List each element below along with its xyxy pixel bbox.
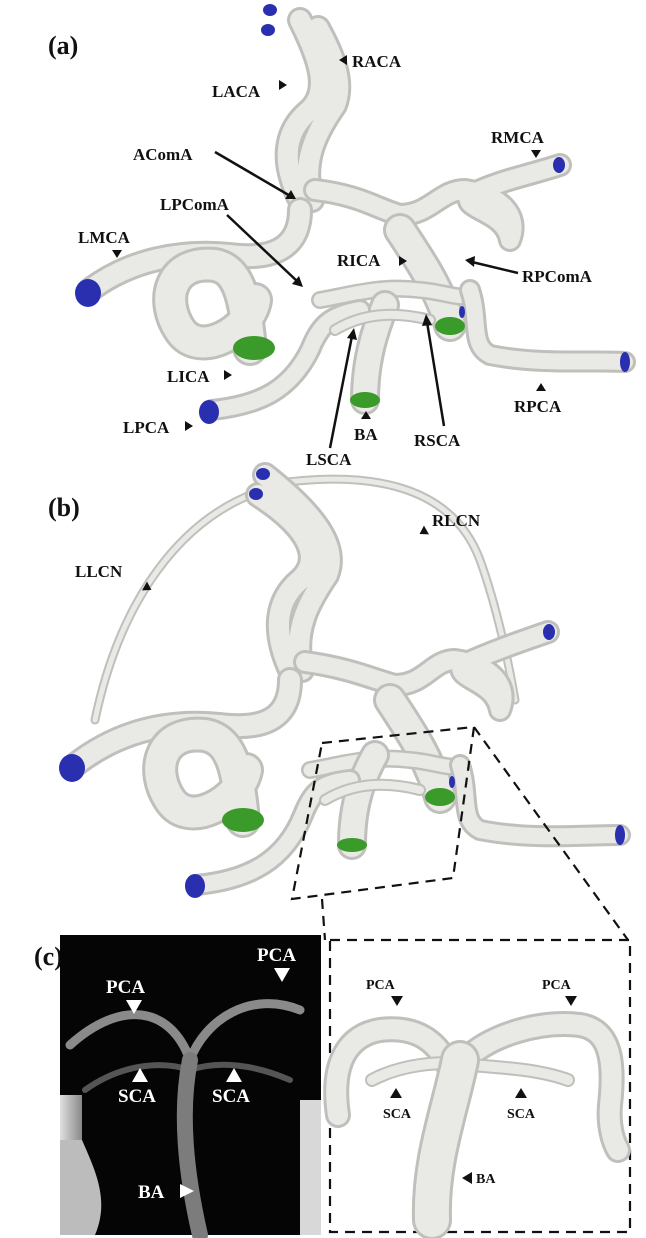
label-laca: LACA [212, 82, 261, 101]
outlet-cap [249, 488, 263, 500]
model-label-pca-right: PCA [542, 978, 572, 993]
vessel-network-b [75, 475, 620, 885]
label-lpcoma: LPComA [160, 195, 230, 214]
label-raca: RACA [352, 52, 402, 71]
mra-image: PCA PCA SCA SCA BA [60, 935, 321, 1235]
outlet-cap [449, 776, 455, 788]
outlet-cap [620, 352, 630, 372]
label-rpca: RPCA [514, 397, 562, 416]
arrowhead [347, 328, 357, 340]
label-rsca: RSCA [414, 431, 461, 450]
marker-triangle [531, 150, 541, 158]
panel-b: (b) [48, 468, 628, 940]
marker-triangle [224, 370, 232, 380]
label-rpcoma: RPComA [522, 267, 593, 286]
label-rmca: RMCA [491, 128, 545, 147]
mra-label-pca-left: PCA [106, 977, 145, 998]
marker-triangle [279, 80, 287, 90]
outlet-cap [185, 874, 205, 898]
label-acoma: AComA [133, 145, 193, 164]
inlet-cap [435, 317, 465, 335]
marker-triangle [185, 421, 193, 431]
outlet-cap [75, 279, 101, 307]
outlet-cap [459, 306, 465, 318]
outlet-cap [199, 400, 219, 424]
panel-b-label: (b) [48, 493, 80, 522]
label-lica: LICA [167, 367, 210, 386]
label-rica: RICA [337, 251, 381, 270]
outlet-cap [615, 825, 625, 845]
mra-label-ba: BA [138, 1182, 165, 1203]
vessel-network-a [90, 20, 625, 410]
model-label-ba: BA [476, 1172, 496, 1187]
model-label-pca-left: PCA [366, 978, 396, 993]
mra-label-pca-right: PCA [257, 945, 296, 966]
label-ba: BA [354, 425, 378, 444]
model-label-sca-left: SCA [383, 1107, 412, 1122]
leader-line [322, 899, 325, 940]
outlet-cap [256, 468, 270, 480]
outlet-cap [553, 157, 565, 173]
marker-triangle [536, 383, 546, 391]
marker-triangle [112, 250, 122, 258]
mra-side-glow [300, 1100, 321, 1235]
inlet-cap [425, 788, 455, 806]
arrow-lsca [330, 336, 352, 448]
inlet-cap [222, 808, 264, 832]
panel-c-label: (c) [34, 942, 63, 971]
inlet-cap [337, 838, 367, 852]
arrowhead [465, 256, 475, 267]
arrow-rpcoma [472, 262, 518, 273]
inlet-cap [233, 336, 275, 360]
label-lpca: LPCA [123, 418, 170, 437]
inlet-cap [350, 392, 380, 408]
model-label-sca-right: SCA [507, 1107, 536, 1122]
panel-c: (c) PCA PCA SCA SCA BA [34, 935, 630, 1235]
label-lmca: LMCA [78, 228, 131, 247]
panel-a: (a) [48, 4, 630, 469]
outlet-cap [543, 624, 555, 640]
outlet-cap [263, 4, 277, 16]
mra-label-sca-left: SCA [118, 1086, 156, 1107]
mra-label-sca-right: SCA [212, 1086, 250, 1107]
marker-triangle [417, 526, 429, 539]
panel-a-label: (a) [48, 31, 78, 60]
label-lsca: LSCA [306, 450, 352, 469]
label-llcn: LLCN [75, 562, 123, 581]
zoom-model: PCA PCA SCA SCA BA [330, 940, 630, 1232]
outlet-cap [59, 754, 85, 782]
label-rlcn: RLCN [432, 511, 481, 530]
outlet-cap [261, 24, 275, 36]
